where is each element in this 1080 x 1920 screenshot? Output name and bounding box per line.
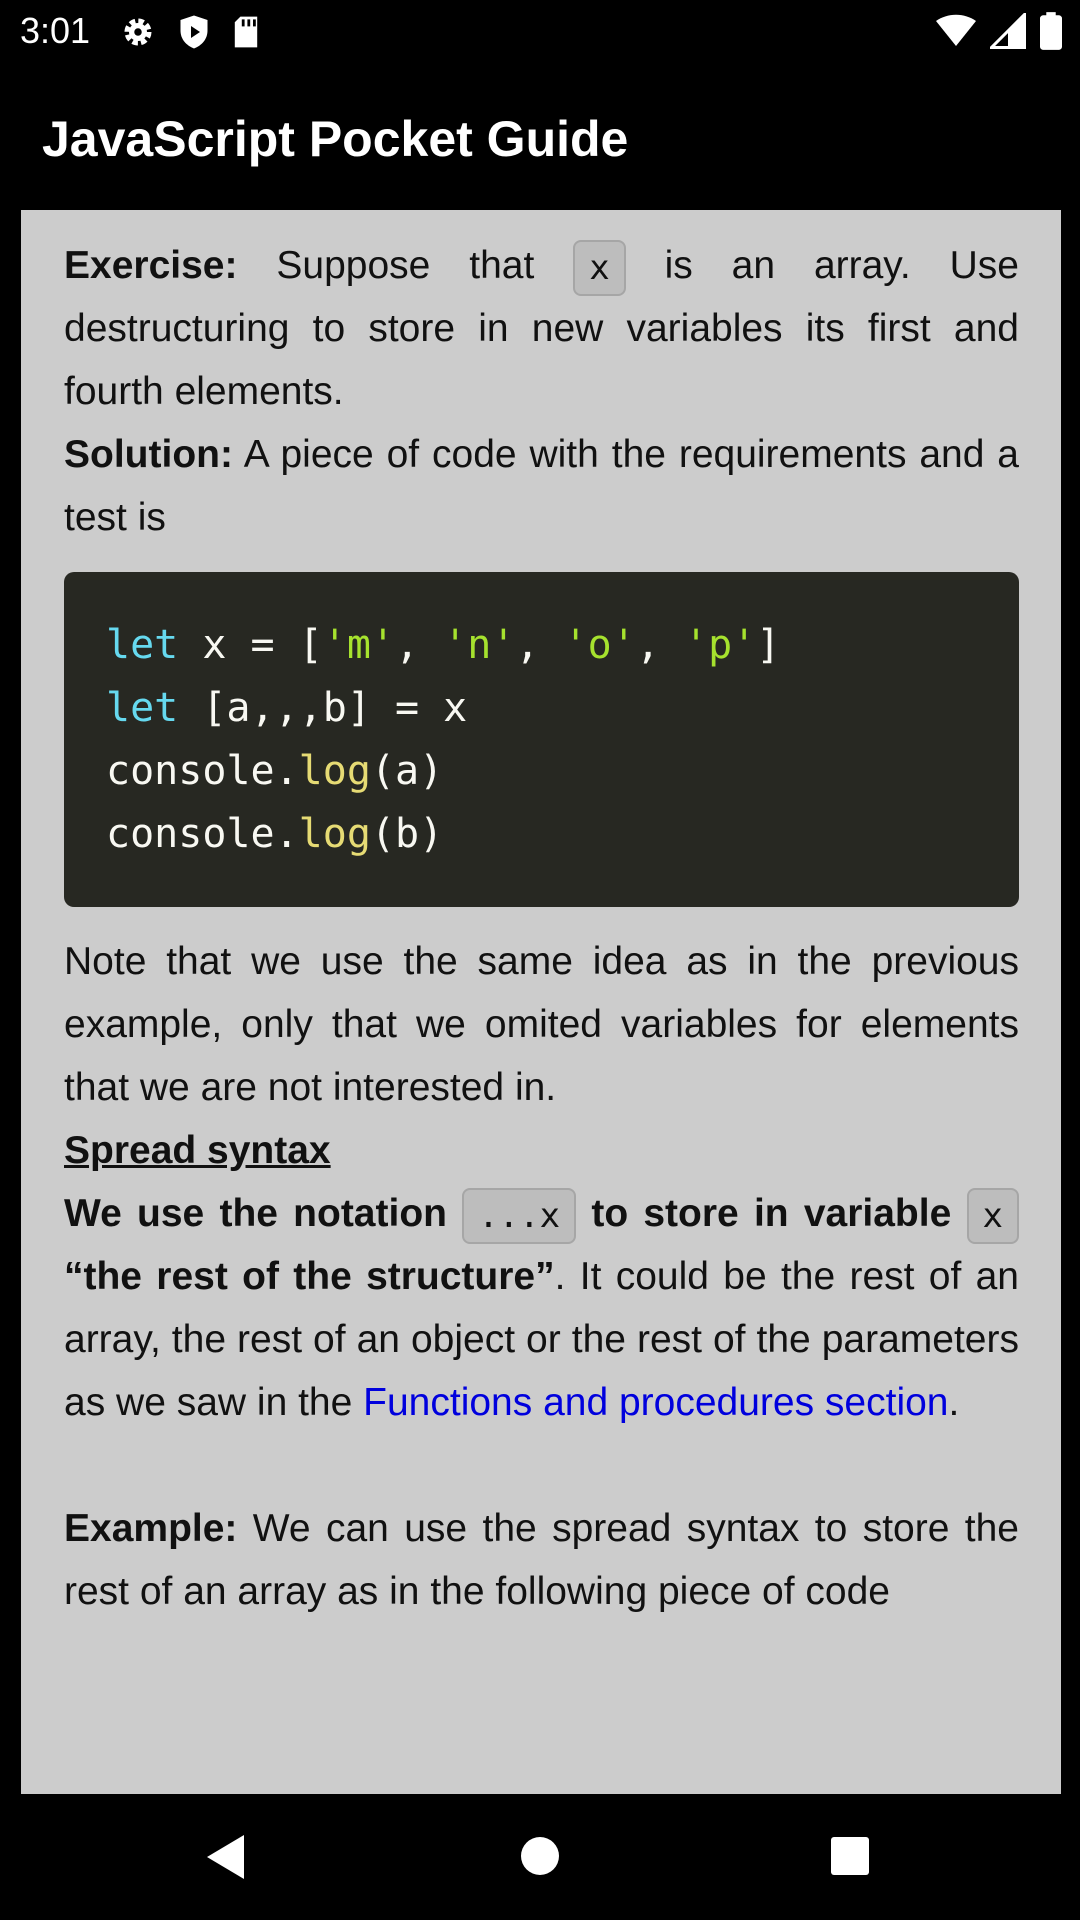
back-icon[interactable] xyxy=(204,1832,248,1887)
inline-code-x: x xyxy=(966,1187,1019,1244)
solution-text: A piece of code with the requirements an… xyxy=(64,433,1019,539)
home-icon[interactable] xyxy=(520,1836,560,1881)
spread-bold-1: We use the notation xyxy=(64,1192,447,1235)
example-text: We can use the spread syntax to store th… xyxy=(64,1507,1019,1613)
functions-procedures-link[interactable]: Functions and procedures section xyxy=(363,1381,949,1424)
note-paragraph: Note that we use the same idea as in the… xyxy=(64,940,1019,1109)
code-block: let x = ['m', 'n', 'o', 'p'] let [a,,,b] … xyxy=(64,572,1019,907)
example-paragraph: Example: We can use the spread syntax to… xyxy=(64,1497,1019,1623)
content-area[interactable]: Exercise: Suppose that x is an array. Us… xyxy=(0,210,1080,1794)
spread-text-2: . xyxy=(948,1381,960,1424)
spread-paragraph: We use the notation ...x to store in var… xyxy=(64,1182,1019,1434)
recents-icon[interactable] xyxy=(830,1836,870,1881)
spread-heading: Spread syntax xyxy=(64,1119,1019,1182)
signal-icon xyxy=(987,10,1026,54)
settings-icon xyxy=(120,14,156,55)
example-label: Example: xyxy=(64,1507,238,1550)
exercise-label: Exercise: xyxy=(64,244,238,287)
solution-label: Solution: xyxy=(64,433,233,476)
spread-bold-3: “the rest of the structure” xyxy=(64,1255,555,1298)
code-line: let [a,,,b] = x xyxy=(106,685,468,731)
status-time: 3:01 xyxy=(20,10,91,51)
status-icons-left xyxy=(120,14,260,55)
app-bar: JavaScript Pocket Guide xyxy=(0,64,1080,210)
inline-code-x: x xyxy=(573,239,626,296)
page-card: Exercise: Suppose that x is an array. Us… xyxy=(21,210,1061,1794)
shield-icon xyxy=(178,14,210,55)
spread-bold-2: to store in variable xyxy=(591,1192,952,1235)
navigation-bar xyxy=(0,1794,1080,1920)
app-title: JavaScript Pocket Guide xyxy=(42,111,629,167)
code-line: console.log(a) xyxy=(106,748,444,794)
section-heading: Spread syntax xyxy=(64,1129,331,1172)
status-bar: 3:01 xyxy=(0,0,1080,64)
code-line: let x = ['m', 'n', 'o', 'p'] xyxy=(106,622,781,668)
exercise-paragraph: Exercise: Suppose that x is an array. Us… xyxy=(64,234,1019,423)
code-line: console.log(b) xyxy=(106,811,444,857)
sd-card-icon xyxy=(232,15,260,54)
wifi-icon xyxy=(936,14,976,53)
inline-code-spread: ...x xyxy=(462,1187,577,1244)
solution-paragraph: Solution: A piece of code with the requi… xyxy=(64,423,1019,549)
status-icons-right xyxy=(936,10,1062,55)
exercise-text-1: Suppose that xyxy=(276,244,535,287)
spread-text-1: . It could be the rest of an array, the … xyxy=(64,1255,1019,1424)
exercise-text-2: is an array. Use destructuring to store … xyxy=(64,244,1019,413)
battery-icon xyxy=(1040,12,1062,55)
